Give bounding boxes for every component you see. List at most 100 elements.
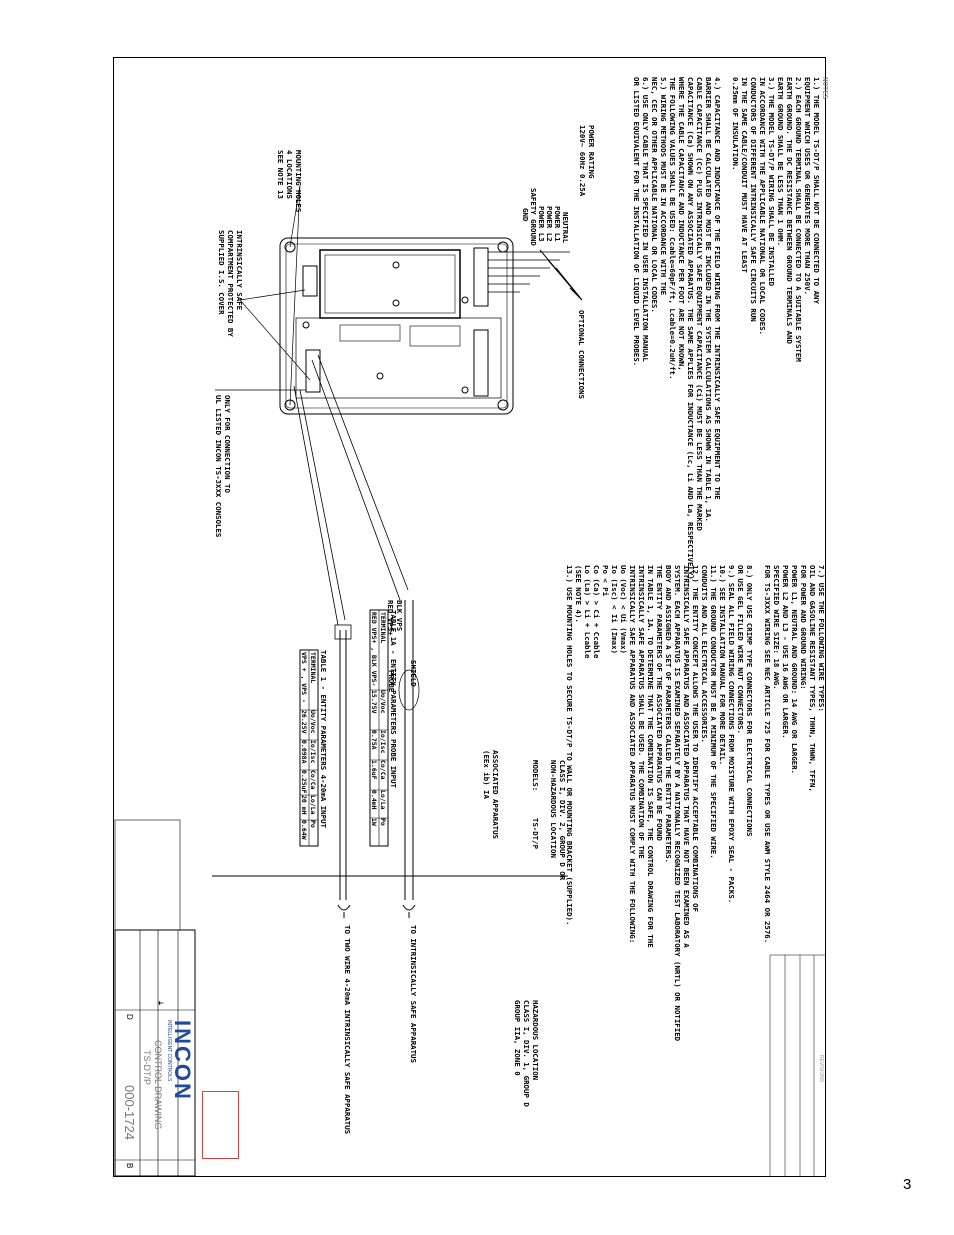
analog-cable <box>299 389 346 621</box>
power-module-inner <box>324 254 456 314</box>
table-cell: 0.75A <box>370 730 378 750</box>
is-compartment-line: SUPPLIED I.S. COVER <box>217 230 226 315</box>
drawing-frame <box>113 57 826 1177</box>
to-two-wire-label: TO TWO WIRE 4-20mA INTRINSICALLY SAFE AP… <box>343 925 352 1135</box>
brace-analog <box>337 904 351 918</box>
table-1-header-row: TERMINAL Uo/VocIo/IscCo/CaLo/LaPo <box>309 652 317 846</box>
to-is-apparatus-label: TO INTRINSICALLY SAFE APPARATUS <box>409 925 418 1063</box>
ul-only-line: ONLY FOR CONNECTION TO <box>223 395 232 493</box>
table-cell: RED VPS+ , BLK VPS- <box>370 612 378 687</box>
mounting-holes-leader <box>289 184 301 406</box>
mounting-hole <box>497 241 509 253</box>
shield-label: SHIELD <box>409 660 418 687</box>
drawing-size: D <box>125 1014 134 1020</box>
optional-connections-leaders <box>539 249 583 301</box>
drawing-number: 000-1724 <box>122 1085 137 1140</box>
table-header-cell: Co/Ca <box>379 760 387 780</box>
table-cell: 1.6uF <box>370 760 378 780</box>
title-block-notes <box>114 819 181 931</box>
terminal-strip-right <box>473 329 489 397</box>
mounting-holes-count: 4 LOCATIONS <box>285 150 294 199</box>
company-subtitle: INTELLIGENT CONTROLS <box>166 1020 172 1082</box>
board-chip <box>339 324 401 342</box>
table-1a-header-row: TERMINAL Uo/VocIo/IscCo/CaLo/LaPo <box>379 612 387 844</box>
power-wires <box>488 251 570 293</box>
table-header-cell: Lo/La <box>379 790 387 810</box>
is-compartment-label: INTRINSICALLY SAFE COMPARTMENT PROTECTED… <box>217 230 244 337</box>
approval-stamp <box>202 1091 239 1159</box>
analog-cable-2 <box>293 385 339 626</box>
assoc-apparatus: ASSOCIATED APPARATUS (EEx ib) IA <box>482 750 500 839</box>
board-chip-2 <box>409 325 461 347</box>
table-cell: 20 mH <box>300 795 308 815</box>
probe-cable <box>311 359 401 601</box>
table-header-cell: Uo/Voc <box>309 710 317 734</box>
table-cell: 0.098A <box>300 740 308 764</box>
page-number: 3 <box>903 1176 912 1193</box>
gnd-label: GND <box>521 208 530 222</box>
table-cell: 26.25V <box>300 710 308 734</box>
table-header-cell: Co/Ca <box>309 770 317 790</box>
mounting-holes-title: MOUNTING HOLES <box>294 150 303 213</box>
is-compartment-leader <box>239 289 311 381</box>
table-cell: VPS + , VPS - <box>300 652 308 703</box>
shield-ellipse <box>398 669 420 711</box>
nonhaz-location: CLASS I, DIV. 2, GROUP D OR NON-HAZARDOU… <box>549 760 567 880</box>
table-header-cell: Io/Isc <box>379 730 387 754</box>
table-cell: 15.75V <box>370 690 378 714</box>
drawing-subtitle: TS-DT/P <box>142 1050 152 1085</box>
mounting-holes-note: SEE NOTE 13 <box>276 150 285 199</box>
ground-symbol: ⏚ <box>156 1000 163 1006</box>
table-cell: 1W <box>370 818 378 826</box>
mounting-holes-label: MOUNTING HOLES 4 LOCATIONS SEE NOTE 13 <box>276 150 303 212</box>
table-1-data-row: VPS + , VPS - 26.25V 0.098A 0.25uF20 mH 0.64… <box>300 652 308 846</box>
brace-probe <box>402 904 416 918</box>
table-1-title: TABLE 1 - ENTITY PARAMETERS 4-20mA INPUT <box>319 650 328 828</box>
models-label: MODELS: <box>531 760 540 792</box>
table-cell: 0.4mH <box>370 790 378 810</box>
mounting-hole <box>284 241 296 253</box>
probe-run <box>404 600 414 900</box>
table-cell: 0.25uF <box>300 770 308 794</box>
screw <box>392 261 400 269</box>
power-l3-label: POWER L3 <box>537 206 546 242</box>
ul-only-label: ONLY FOR CONNECTION TO UL LISTED INCON T… <box>214 395 232 537</box>
analog-connector <box>334 624 352 640</box>
drawing-title: CONTROL DRAWING <box>153 1040 163 1130</box>
nonhaz-class: CLASS I, DIV. 2, GROUP D OR <box>558 760 567 881</box>
revision-columns <box>769 955 815 1176</box>
table-header-cell: Uo/Voc <box>379 690 387 714</box>
power-l2-label: POWER L2 <box>545 206 554 242</box>
revisions-header: REVISIONS <box>818 1055 824 1083</box>
table-header-cell: TERMINAL <box>379 612 387 644</box>
haz-location: HAZARDOUS LOCATION CLASS I, DIV. 1, GROU… <box>513 1000 540 1107</box>
is-compartment-line: COMPARTMENT PROTECTED BY <box>226 230 235 337</box>
haz-class: CLASS I, DIV. 1, GROUP D <box>522 1000 531 1107</box>
assoc-apparatus-line: (EEx ib) IA <box>482 750 491 799</box>
assoc-apparatus-line: ASSOCIATED APPARATUS <box>491 750 500 839</box>
enclosure-outline <box>279 237 514 415</box>
optional-connections-label: OPTIONAL CONNECTIONS <box>577 310 586 399</box>
models-value: TS-DT/P <box>531 817 540 850</box>
drawing-rev: B <box>125 1163 134 1169</box>
probe-cable-2 <box>317 354 409 591</box>
nonhaz-loc: NON-HAZARDOUS LOCATION <box>549 760 558 858</box>
table-1a-title: TABLE 1A - ENTITY PARAMETERS PROBE INPUT <box>389 610 398 788</box>
table-header-cell: Lo/La <box>309 795 317 815</box>
table-header-cell: TERMINAL <box>309 652 317 684</box>
haz-title: HAZARDOUS LOCATION <box>531 1000 540 1081</box>
haz-group: GROUP IIA, ZONE 0 <box>513 1000 522 1076</box>
safety-ground-label: SAFETY GROUND <box>529 188 538 246</box>
screw <box>461 386 469 394</box>
table-header-cell: Io/Isc <box>309 740 317 764</box>
table-cell: 0.64W <box>300 820 308 840</box>
screw <box>461 296 469 304</box>
power-module <box>319 249 461 319</box>
table-header-cell: Po <box>379 818 387 826</box>
circuit-board <box>295 317 502 399</box>
table-1a-data-row: RED VPS+ , BLK VPS- 15.75V 0.75A 1.6uF 0.4mH… <box>370 612 378 844</box>
table-header-cell: Po <box>309 820 317 828</box>
analog-run <box>339 630 347 900</box>
